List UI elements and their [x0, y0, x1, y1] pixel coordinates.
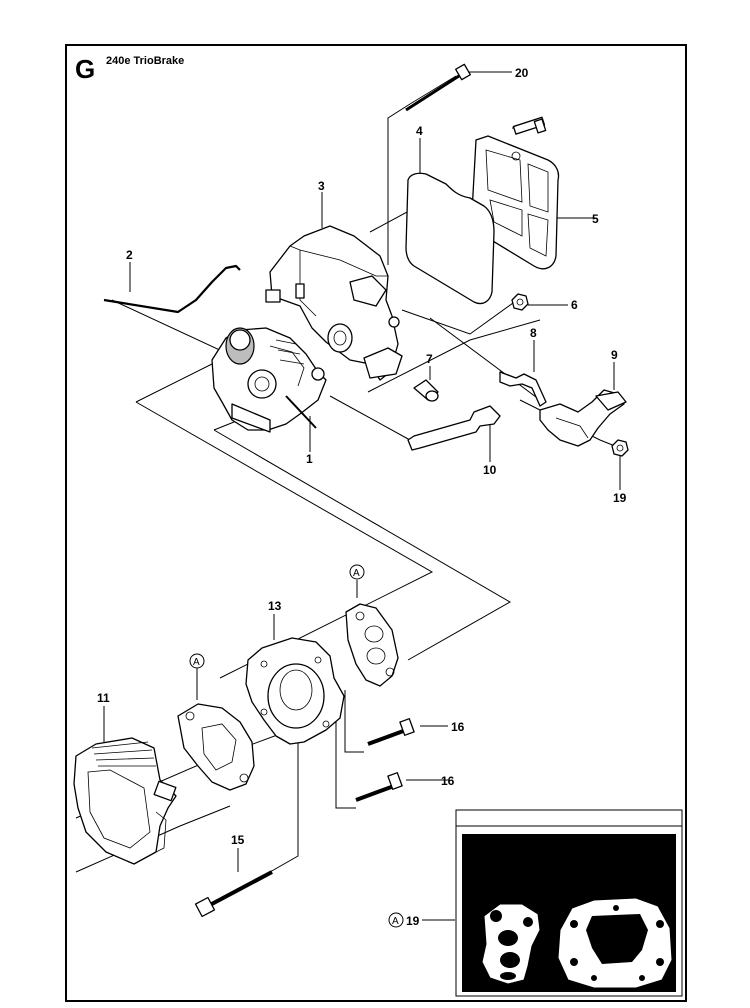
callout-4: 4 — [416, 124, 423, 138]
callout-10: 10 — [483, 463, 497, 477]
callout-labels: 20 4 3 5 2 6 8 9 7 1 10 19 13 11 16 16 1… — [97, 66, 627, 928]
part-10-lever — [407, 405, 501, 451]
part-8-link — [499, 371, 547, 407]
part-3-housing — [265, 225, 403, 381]
part-20-screw — [512, 116, 547, 135]
section-letter: G — [75, 54, 96, 84]
callout-11: 11 — [97, 691, 110, 705]
inset-kit-box — [455, 809, 683, 997]
callout-18: 20 — [515, 66, 529, 80]
part-2-rod — [103, 264, 241, 314]
callout-17: 19 — [613, 491, 627, 505]
callout-19: 19 — [406, 914, 420, 928]
model-title: 240e TrioBrake — [106, 55, 185, 67]
kit-marker-circle — [349, 564, 365, 580]
callout-9: 9 — [611, 348, 618, 362]
callout-8: 8 — [530, 326, 537, 340]
kit-marker-top: A — [353, 568, 360, 579]
diagram-frame — [65, 44, 687, 1002]
callout-6: 6 — [571, 298, 578, 312]
part-6-nut — [511, 293, 529, 311]
kit-marker-circle — [189, 653, 205, 669]
part-15-screw — [194, 870, 273, 918]
part-1-carburetor — [211, 327, 327, 433]
callout-2: 2 — [126, 248, 133, 262]
callout-7: 7 — [426, 352, 433, 366]
callout-15: 15 — [231, 833, 245, 847]
part-16-screw-upper — [367, 718, 415, 746]
part-7-bushing — [413, 379, 439, 402]
part-gasket-top — [345, 603, 399, 687]
inset-kit-marker: A — [392, 916, 399, 927]
callout-5: 5 — [592, 212, 599, 226]
callout-16-lower: 16 — [441, 774, 455, 788]
part-16-screw-lower — [355, 772, 403, 802]
callout-3: 3 — [318, 179, 325, 193]
inset-kit-circle — [388, 912, 404, 928]
part-17-nut — [611, 439, 629, 457]
part-11-insulator — [73, 737, 177, 865]
part-4-filter — [405, 172, 495, 305]
callout-16-upper: 16 — [451, 720, 465, 734]
part-13-adapter — [245, 637, 345, 745]
part-18-screw — [405, 63, 471, 112]
callout-13: 13 — [268, 599, 282, 613]
part-9-lever — [539, 389, 627, 447]
callout-1: 1 — [306, 452, 313, 466]
kit-marker-left: A — [193, 657, 200, 668]
part-gasket-left — [177, 703, 255, 791]
